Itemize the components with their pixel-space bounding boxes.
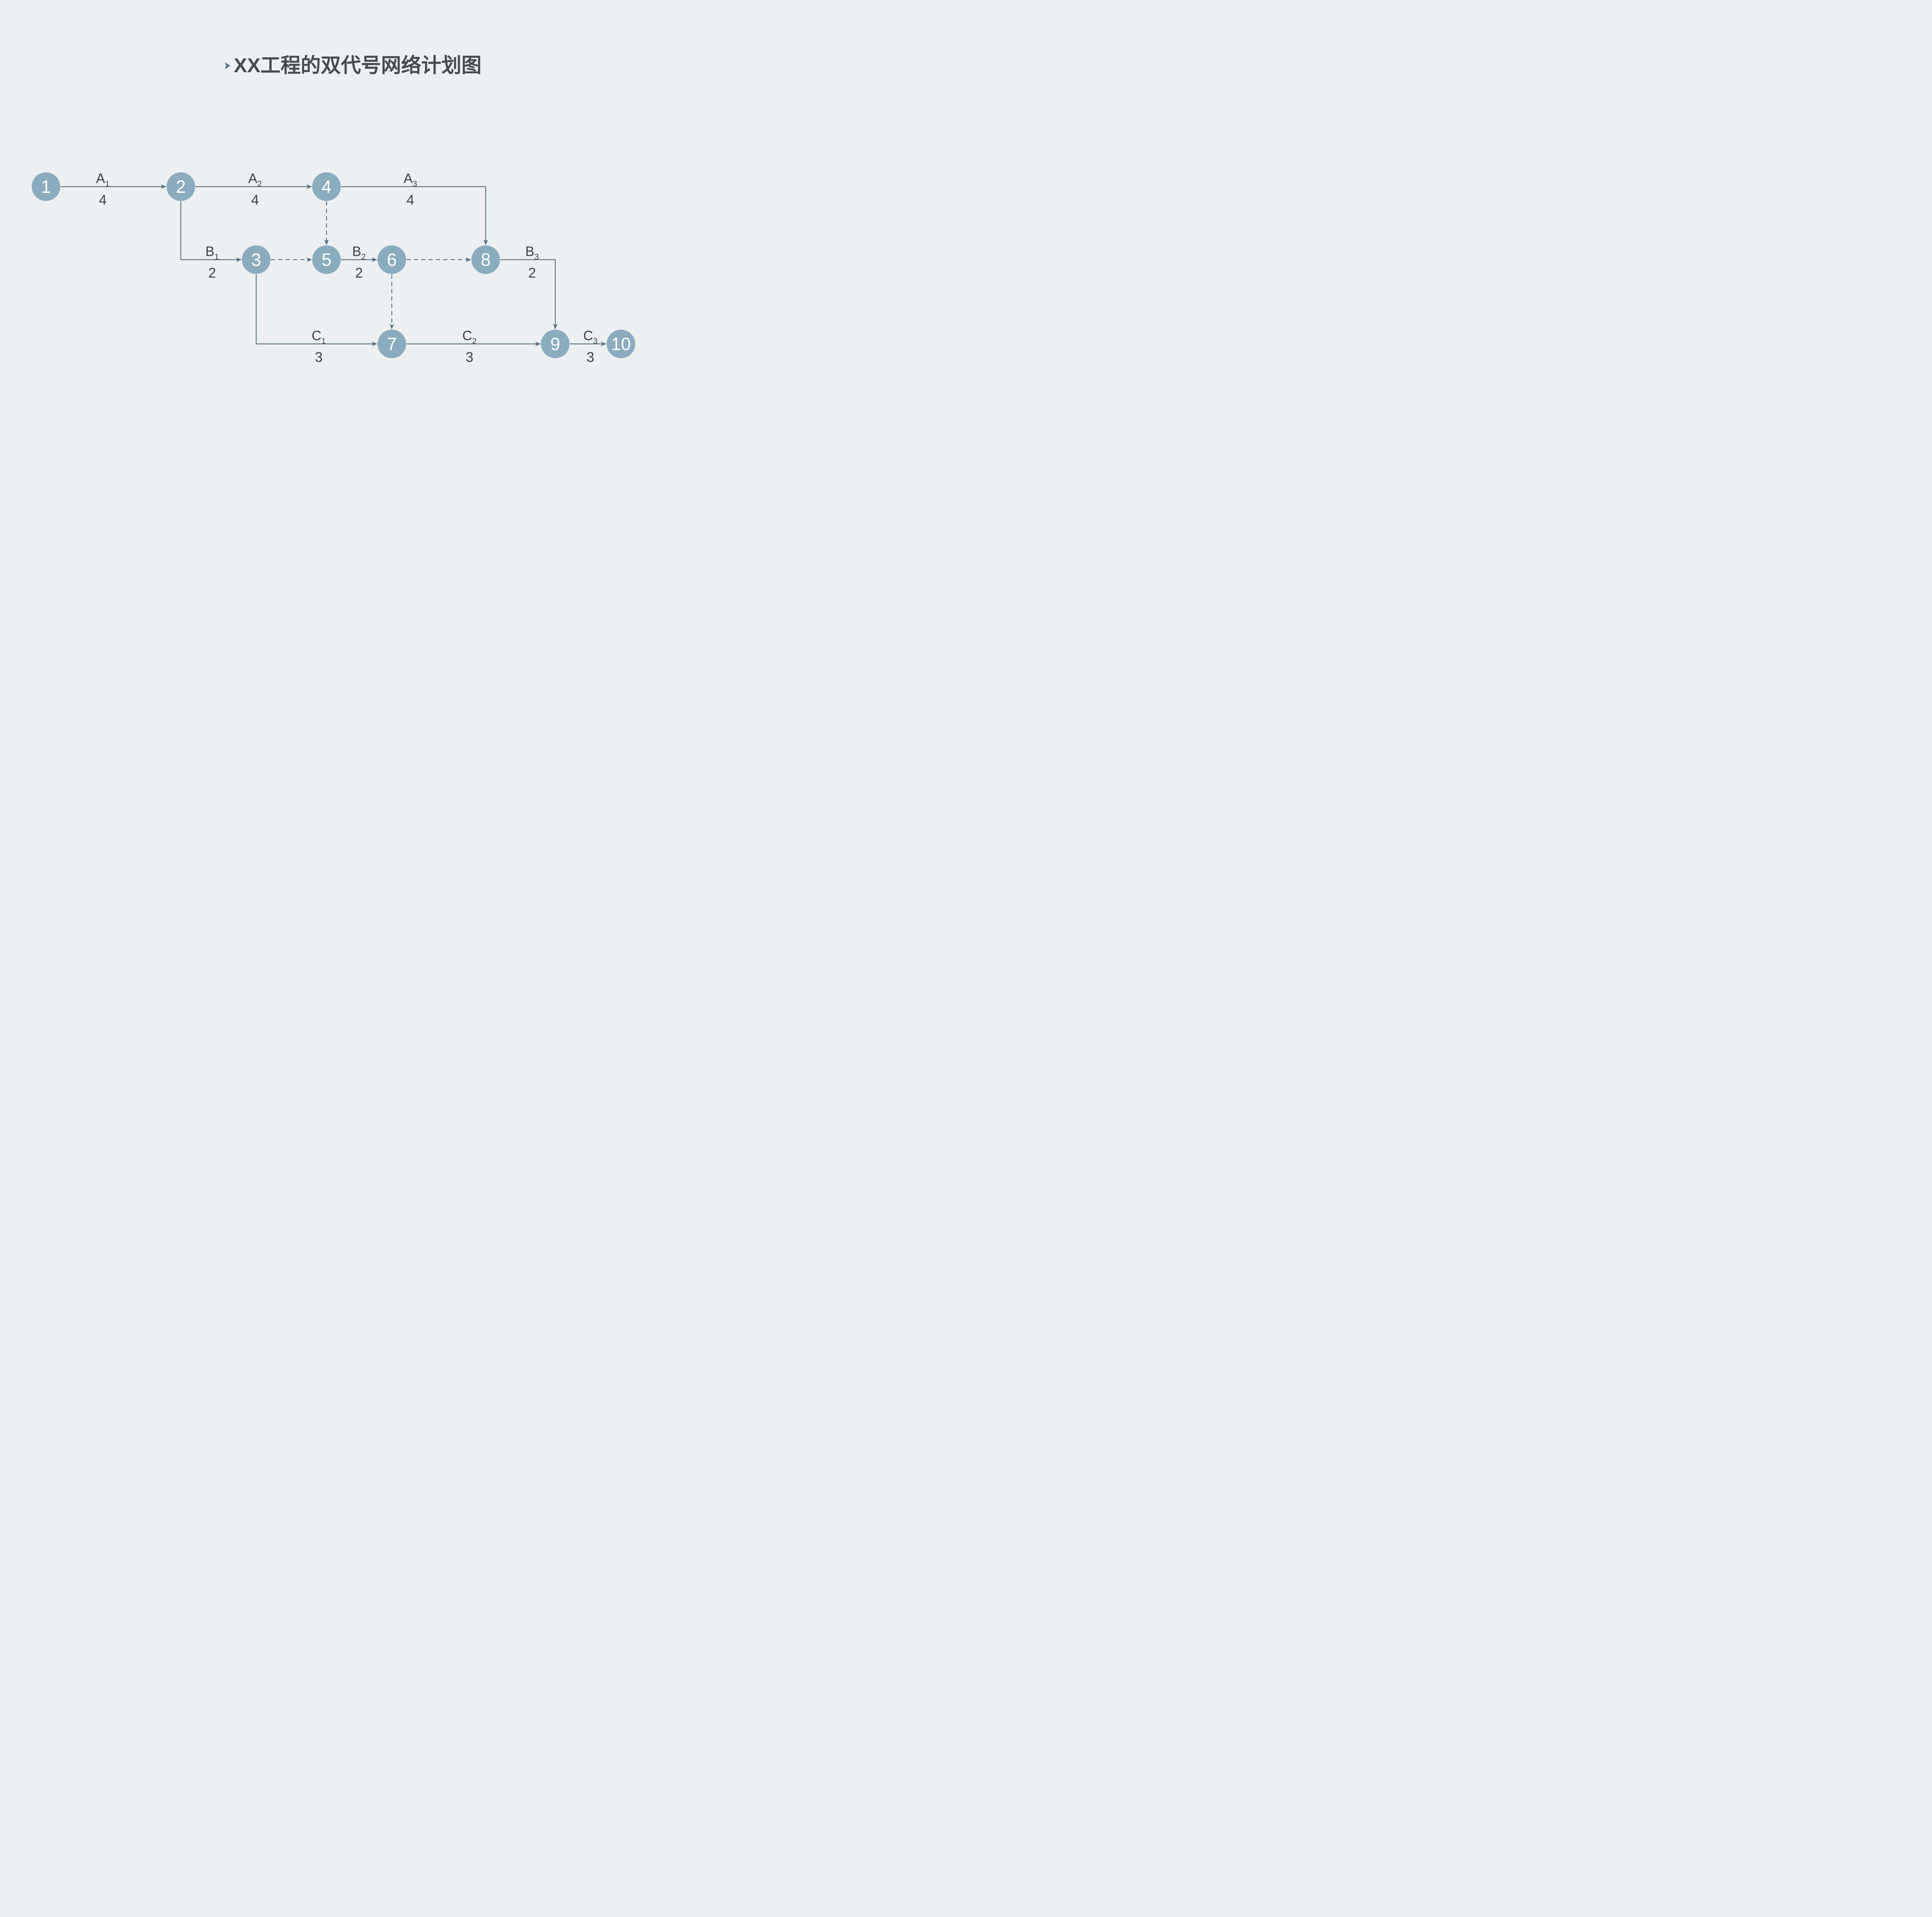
event-node-3: 3 (242, 245, 270, 274)
arrowhead-right-icon (224, 62, 230, 69)
edge-3-7-duration-value: 3 (315, 349, 323, 365)
event-node-1-number: 1 (41, 177, 51, 197)
event-node-8: 8 (471, 245, 500, 274)
edge-2-3-activity-label: B1 (205, 244, 219, 261)
edge-3-7-arrow (255, 274, 378, 346)
edge-2-4-duration-value: 4 (251, 192, 259, 208)
title-block: XX工程的双代号网络计划图 (224, 54, 482, 77)
event-node-1-circle (32, 172, 60, 201)
event-node-10-circle (607, 330, 635, 358)
edge-5-6-duration-value: 2 (355, 265, 363, 281)
edge-2-4-activity-label: A2 (248, 171, 262, 188)
edge-4-8-arrow (341, 186, 488, 245)
edge-7-9-duration-value: 3 (466, 349, 473, 365)
edge-9-10-activity-label: C3 (583, 328, 598, 345)
event-node-3-circle (242, 245, 270, 274)
event-node-5: 5 (312, 245, 341, 274)
edge-2-3-duration-value: 2 (208, 265, 216, 281)
event-node-7-circle (378, 330, 406, 358)
edge-1-2-duration-value: 4 (99, 192, 107, 208)
edge-8-9-duration-value: 2 (528, 265, 536, 281)
event-node-6-number: 6 (387, 250, 397, 270)
edge-9-10-duration-value: 3 (587, 349, 594, 365)
event-node-1: 1 (32, 172, 60, 201)
edge-4-8-duration-value: 4 (406, 192, 414, 208)
event-node-2: 2 (167, 172, 195, 201)
event-node-6: 6 (378, 245, 406, 274)
edge-8-9-arrow (500, 259, 558, 330)
event-node-3-number: 3 (251, 250, 261, 270)
edge-1-2-activity-label: A1 (96, 171, 109, 188)
event-node-2-circle (167, 172, 195, 201)
edge-8-9-activity-label: B3 (525, 244, 539, 261)
event-node-9-circle (541, 330, 570, 358)
event-node-4-number: 4 (321, 177, 332, 197)
event-node-2-number: 2 (176, 177, 186, 197)
event-node-6-circle (378, 245, 406, 274)
event-node-7-number: 7 (387, 334, 397, 354)
event-node-10: 10 (607, 330, 635, 358)
event-node-5-circle (312, 245, 341, 274)
event-node-9: 9 (541, 330, 570, 358)
event-node-7: 7 (378, 330, 406, 358)
edge-4-8-activity-label: A3 (403, 171, 417, 188)
event-node-4: 4 (312, 172, 341, 201)
edge-7-9-activity-label: C2 (463, 328, 477, 345)
event-node-10-number: 10 (611, 334, 631, 354)
edge-5-6-activity-label: B2 (352, 244, 366, 261)
event-node-4-circle (312, 172, 341, 201)
event-node-5-number: 5 (321, 250, 332, 270)
edges-layer (61, 184, 607, 346)
event-node-8-circle (471, 245, 500, 274)
page-title: XX工程的双代号网络计划图 (233, 54, 482, 77)
nodes-layer: 1 2 3 4 5 6 7 8 9 10 (32, 172, 635, 358)
edge-2-3-arrow (180, 201, 242, 262)
event-node-8-number: 8 (481, 250, 491, 270)
edge-3-7-activity-label: C1 (312, 328, 326, 345)
event-node-9-number: 9 (550, 334, 560, 354)
